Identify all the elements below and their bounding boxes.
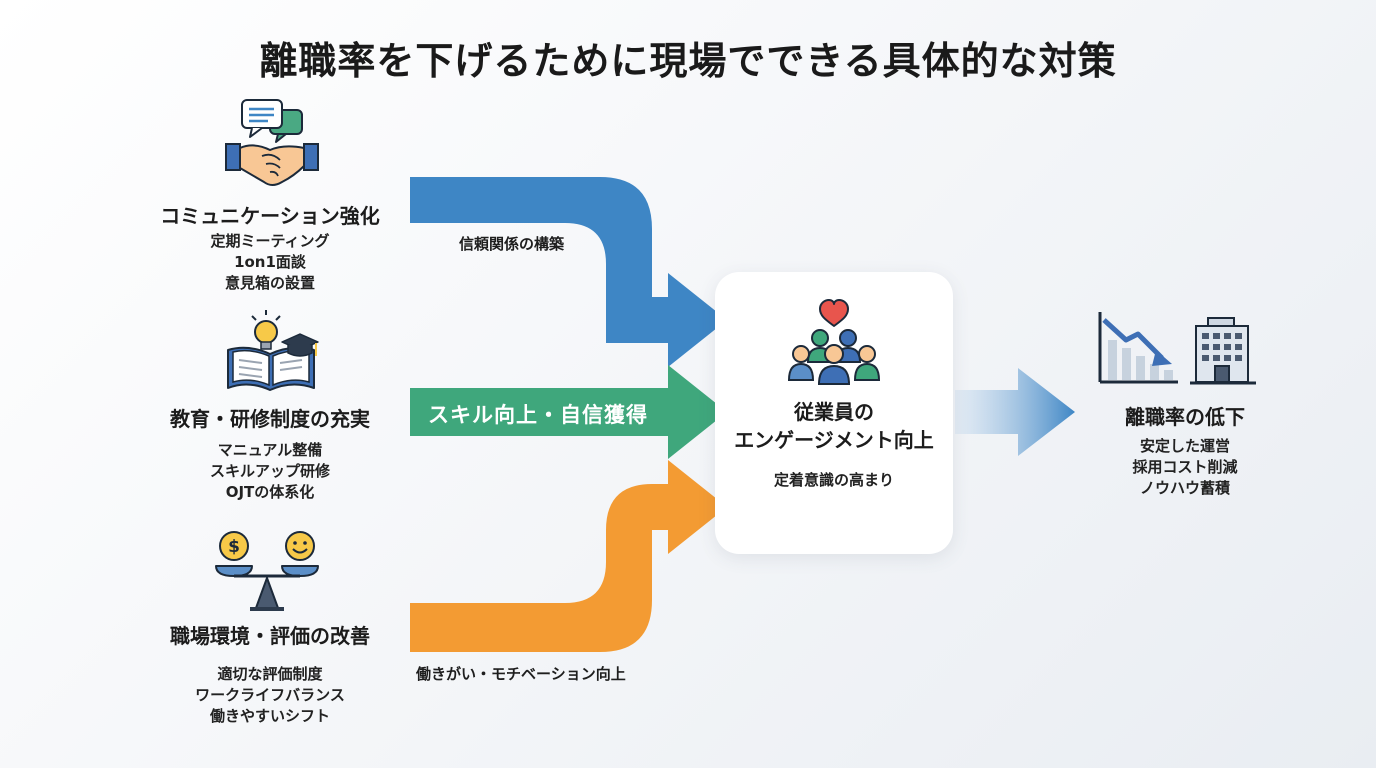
list-item: 働きやすいシフト <box>209 707 330 725</box>
list-item: マニュアル整備 <box>217 441 323 459</box>
office-building-icon <box>1190 317 1256 385</box>
center-subtitle: 定着意識の高まり <box>773 471 894 489</box>
strategy-title-communication: コミュニケーション強化 <box>160 204 380 228</box>
blue-flow-arrow <box>410 177 727 367</box>
list-item: OJTの体系化 <box>225 483 315 501</box>
list-item: スキルアップ研修 <box>209 462 330 480</box>
flow-label-trust: 信頼関係の構築 <box>459 235 565 253</box>
list-item: 定期ミーティング <box>210 232 330 250</box>
center-title: 従業員の エンゲージメント向上 <box>715 398 953 454</box>
list-item: 採用コスト削減 <box>1132 458 1238 476</box>
center-title-line2: エンゲージメント向上 <box>734 428 934 452</box>
strategy-items-environment: 適切な評価制度 ワークライフバランス 働きやすいシフト <box>120 664 420 727</box>
declining-chart-icon <box>1098 312 1178 384</box>
orange-flow-arrow <box>410 460 727 652</box>
list-item: 1on1面談 <box>234 253 306 271</box>
balance-scale-icon: $ <box>215 531 319 611</box>
book-idea-icon <box>227 310 319 391</box>
strategy-items-training: マニュアル整備 スキルアップ研修 OJTの体系化 <box>120 440 420 503</box>
flow-label-skill: スキル向上・自信獲得 <box>428 403 648 427</box>
page-title: 離職率を下げるために現場でできる具体的な対策 <box>259 39 1117 83</box>
strategy-title-training: 教育・研修制度の充実 <box>170 407 370 431</box>
green-flow-arrow <box>410 365 727 459</box>
strategy-items-communication: 定期ミーティング 1on1面談 意見箱の設置 <box>120 231 420 294</box>
team-heart-icon <box>787 299 881 385</box>
result-title: 離職率の低下 <box>1125 405 1245 429</box>
strategy-title-environment: 職場環境・評価の改善 <box>170 624 370 648</box>
flow-label-motivation: 働きがい・モチベーション向上 <box>416 665 626 683</box>
center-title-line1: 従業員の <box>794 400 874 424</box>
list-item: 意見箱の設置 <box>224 274 315 292</box>
result-items: 安定した運営 採用コスト削減 ノウハウ蓄積 <box>1090 436 1280 499</box>
list-item: 安定した運営 <box>1139 437 1230 455</box>
result-flow-arrow <box>955 368 1075 456</box>
list-item: ノウハウ蓄積 <box>1139 479 1230 497</box>
svg-text:$: $ <box>228 537 240 557</box>
handshake-chat-icon <box>225 99 319 186</box>
list-item: ワークライフバランス <box>195 686 345 704</box>
list-item: 適切な評価制度 <box>217 665 323 683</box>
